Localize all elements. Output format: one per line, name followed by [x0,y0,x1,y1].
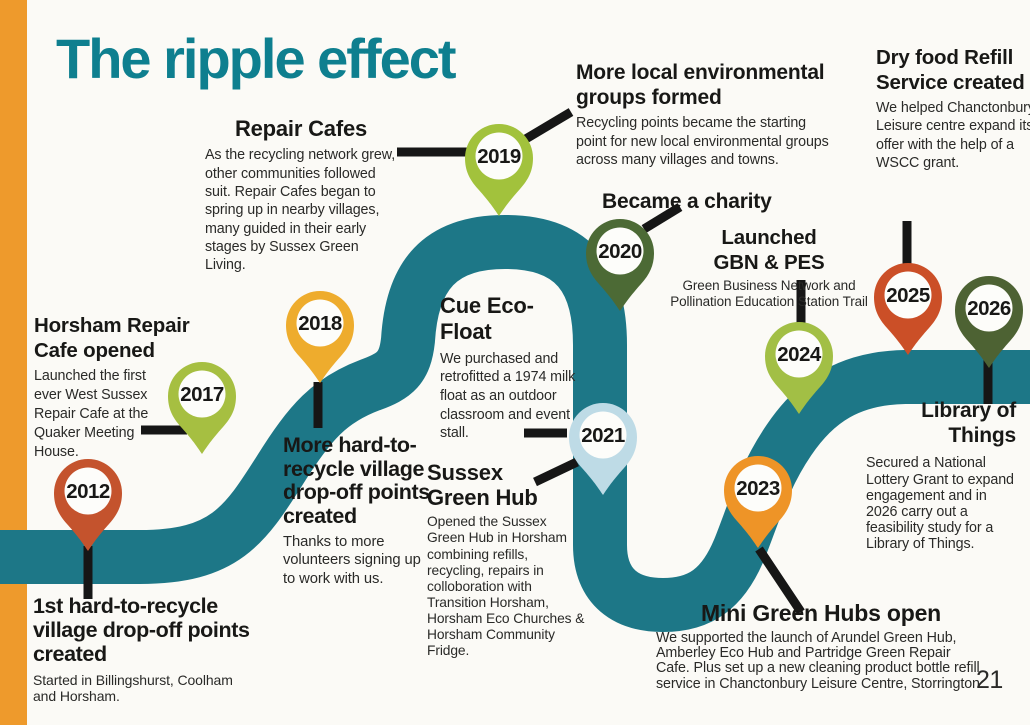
event-library-of-things: Library of Things Secured a National Lot… [866,398,1016,552]
event-cue-eco-float: Cue Eco-Float We purchased and retrofitt… [440,293,590,443]
event-more-drop-off-points: More hard-to-recycle village drop-off po… [283,433,435,588]
event-heading: More hard-to-recycle village drop-off po… [283,433,430,528]
event-body: We purchased and retrofitted a 1974 milk… [440,350,576,442]
pin-year-label: 2018 [298,312,342,335]
pin-inner-circle [775,330,823,378]
pin-inner-circle [734,464,782,512]
pin-inner-circle [475,132,523,180]
pin-2024: 2024 [765,322,833,414]
connector-2021-diagonal [533,457,579,487]
pin-inner-circle [64,467,112,515]
connector-2023 [755,546,805,615]
event-heading: Cue Eco-Float [440,293,534,345]
pin-2025: 2025 [874,263,942,355]
pin-2019: 2019 [465,124,533,216]
pin-year-label: 2019 [477,145,521,168]
event-became-a-charity: Became a charity [602,189,802,218]
pin-2012: 2012 [54,459,122,551]
event-heading: Library of Things [921,399,1016,448]
event-first-drop-off-points: 1st hard-to-recycle village drop-off poi… [33,594,259,705]
event-horsham-repair-cafe: Horsham Repair Cafe opened Launched the … [34,314,204,462]
event-heading: Became a charity [602,190,772,213]
event-body: We supported the launch of Arundel Green… [656,629,984,692]
pin-2023: 2023 [724,456,792,548]
event-mini-green-hubs: Mini Green Hubs open We supported the la… [656,600,986,692]
event-heading: Mini Green Hubs open [700,600,942,626]
event-heading: 1st hard-to-recycle village drop-off poi… [33,594,250,667]
event-body: Green Business Network and Pollination E… [670,278,868,310]
event-heading: Repair Cafes [234,116,368,141]
event-dry-food-refill: Dry food Refill Service created We helpe… [876,46,1030,172]
pin-2017: 2017 [168,362,236,454]
pin-2026: 2026 [955,276,1023,368]
connector-2020 [641,203,683,233]
pin-year-label: 2025 [886,284,930,307]
pin-year-label: 2020 [598,240,642,263]
event-more-local-groups: More local environmental groups formed R… [576,60,838,169]
pin-inner-circle [178,370,226,418]
event-heading: Launched GBN & PES [713,226,825,274]
pin-year-label: 2023 [736,477,780,500]
event-body: As the recycling network grew, other com… [205,147,396,274]
connector-group [83,108,993,615]
event-heading: Dry food Refill Service created [876,46,1025,94]
pin-2018: 2018 [286,291,354,383]
event-launched-gbn-pes: Launched GBN & PES Green Business Networ… [658,226,880,311]
connector-2019-right [521,108,574,144]
pin-2021: 2021 [569,403,637,495]
event-body: Thanks to more volunteers signing up to … [283,533,421,587]
page-edge-accent-bar [0,0,27,725]
event-heading: Horsham Repair Cafe opened [34,314,190,362]
event-body: Started in Billingshurst, Coolham and Ho… [33,672,233,705]
pin-year-label: 2026 [967,297,1011,320]
pin-year-label: 2017 [180,383,224,406]
event-heading: More local environmental groups formed [576,61,825,110]
event-body: Launched the first ever West Sussex Repa… [34,368,149,461]
pin-inner-circle [884,271,932,319]
pin-2020: 2020 [586,219,654,311]
pin-year-label: 2021 [581,424,625,447]
pin-inner-circle [965,284,1013,332]
pins-group: 2012 2017 2018 2019 2020 [54,124,1023,551]
pin-year-label: 2012 [66,480,110,503]
event-repair-cafes: Repair Cafes As the recycling network gr… [205,116,397,274]
page-number: 21 [976,666,1003,694]
event-body: We helped Chanctonbury Leisure centre ex… [876,100,1030,172]
event-body: Opened the Sussex Green Hub in Horsham c… [427,514,585,659]
event-body: Recycling points became the starting poi… [576,115,829,168]
pin-inner-circle [596,227,644,275]
pin-inner-circle [296,299,344,347]
page-title: The ripple effect [56,27,457,90]
event-heading: Sussex Green Hub [427,460,538,510]
pin-inner-circle [579,411,627,459]
event-sussex-green-hub: Sussex Green Hub Opened the Sussex Green… [427,460,587,660]
event-body: Secured a National Lottery Grant to expa… [866,455,1014,553]
pin-year-label: 2024 [777,343,822,366]
